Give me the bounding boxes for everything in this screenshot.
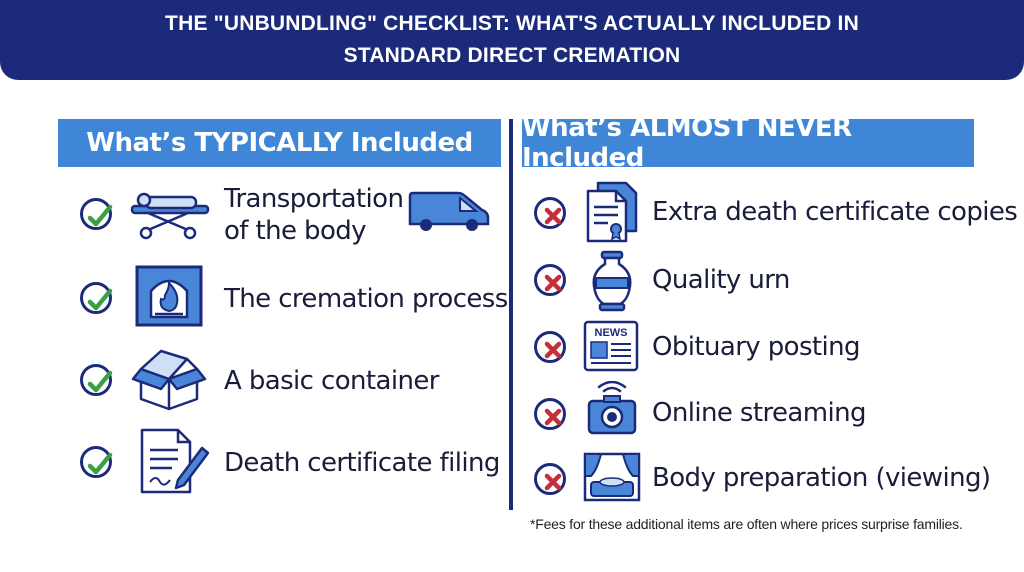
- camera-stream-icon: [587, 381, 637, 435]
- title-line-2: STANDARD DIRECT CREMATION: [343, 44, 681, 67]
- included-label-death-certificate-filing: Death certificate filing: [224, 448, 500, 478]
- casket-viewing-icon: [583, 452, 641, 502]
- cross-icon: [534, 331, 566, 363]
- cross-icon: [534, 264, 566, 296]
- excluded-label-body-preparation: Body preparation (viewing): [652, 463, 991, 493]
- cremation-fire-icon: [135, 265, 203, 327]
- excluded-label-certificate-copies: Extra death certificate copies: [652, 197, 1018, 227]
- excluded-label-streaming: Online streaming: [652, 398, 866, 428]
- excluded-label-obituary: Obituary posting: [652, 332, 861, 362]
- included-heading: What’s TYPICALLY Included: [58, 119, 501, 167]
- excluded-label-urn: Quality urn: [652, 265, 790, 295]
- newspaper-news-text: NEWS: [595, 327, 628, 339]
- column-divider: [509, 119, 513, 510]
- check-icon: [80, 364, 113, 396]
- included-label-transportation-line1: Transportation: [224, 184, 404, 214]
- newspaper-icon: NEWS: [583, 320, 639, 372]
- title-banner: THE "UNBUNDLING" CHECKLIST: WHAT'S ACTUA…: [0, 0, 1024, 80]
- check-icon: [80, 282, 113, 314]
- excluded-heading: What’s ALMOST NEVER Included: [522, 113, 974, 173]
- title-line-1: THE "UNBUNDLING" CHECKLIST: WHAT'S ACTUA…: [165, 12, 859, 35]
- included-label-transportation-line2: of the body: [224, 216, 367, 246]
- certificate-copies-icon: [586, 181, 638, 243]
- cross-icon: [534, 398, 566, 430]
- urn-icon: [592, 250, 632, 312]
- stretcher-icon: [130, 192, 210, 240]
- document-pen-icon: [140, 428, 210, 494]
- included-label-container: A basic container: [224, 366, 439, 396]
- check-icon: [80, 446, 113, 478]
- check-icon: [80, 198, 113, 230]
- included-label-cremation: The cremation process: [224, 284, 508, 314]
- cross-icon: [534, 197, 566, 229]
- box-icon: [131, 349, 207, 411]
- cross-icon: [534, 463, 566, 495]
- van-icon: [408, 191, 490, 231]
- footnote: *Fees for these additional items are oft…: [530, 516, 963, 532]
